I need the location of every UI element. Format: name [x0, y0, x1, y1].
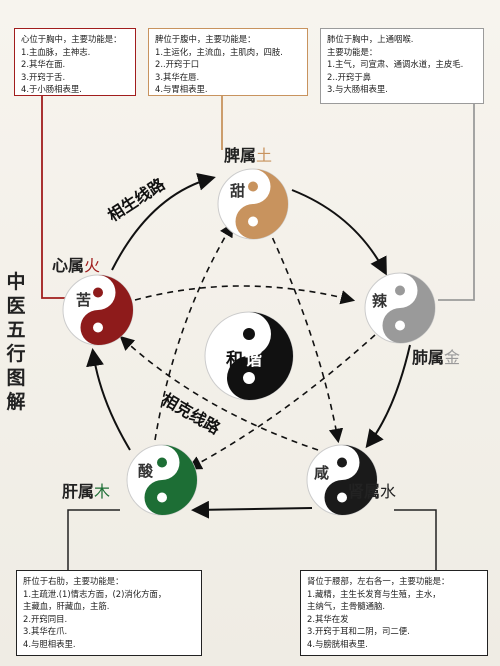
heart-info-box: 心位于胸中，主要功能是： 1.主血脉，主神志. 2.其华在面. 3.开窍于舌. … [14, 28, 136, 96]
liver-info-box: 肝位于右肋，主要功能是： 1.主疏泄.(1)情志方面，(2)消化方面， 主藏血，… [16, 570, 202, 656]
ke-arrow-kidney-heart [119, 335, 319, 451]
sheng-arrow-liver-heart [86, 348, 131, 451]
title-char: 五 [6, 319, 26, 341]
spleen-label: 脾属土 [224, 142, 272, 166]
box-line: 肺位于胸中，上通咽喉. [327, 34, 414, 44]
title-char: 中 [6, 271, 26, 293]
yin-yang-center [204, 311, 294, 401]
yin-yang-liver [126, 444, 198, 516]
box-line: 心位于胸中，主要功能是： [21, 34, 122, 44]
sheng-arrow-heart-spleen [111, 173, 216, 271]
box-line: 1.主血脉，主神志. [21, 46, 91, 57]
box-line: 2.其华在发 [307, 613, 349, 624]
element-name: 水 [380, 482, 397, 501]
element-name: 土 [256, 146, 273, 165]
title-char: 医 [6, 295, 26, 317]
organ-name: 肾属 [348, 482, 381, 501]
organ-name: 心属 [52, 256, 85, 275]
box-line: 2..开窍于口 [155, 59, 200, 70]
box-line: 肾位于腰部，左右各一，主要功能是： [307, 576, 450, 586]
center-char-left: 和 [226, 350, 245, 370]
organ-name: 脾属 [224, 146, 257, 165]
box-line: 3.开窍于耳和二阴，司二便. [307, 626, 410, 637]
liver-label: 肝属木 [62, 478, 110, 502]
box-line: 1.主运化，主流血，主肌肉，四肢. [155, 46, 283, 57]
element-name: 火 [84, 256, 101, 275]
box-line: 1.主气，司宣肃、通调水道，主皮毛. [327, 59, 464, 70]
box-line: 2..开窍于鼻 [327, 71, 372, 82]
title-char: 图 [6, 367, 26, 389]
box-line: 3.与大肠相表里. [327, 84, 388, 95]
lung-info-box: 肺位于胸中，上通咽喉. 主要功能是： 1.主气，司宣肃、通调水道，主皮毛. 2.… [320, 28, 484, 104]
yin-yang-lung [364, 272, 436, 344]
yin-yang-heart [62, 274, 134, 346]
organ-name: 肺属 [412, 348, 445, 367]
box-line: 主藏血，肝藏血，主筋. [23, 601, 110, 612]
sheng-arrow-kidney-liver [191, 500, 313, 519]
box-line: 主纳气，主骨髓通脑. [307, 601, 386, 612]
box-line: 2.其华在面. [21, 59, 66, 70]
sheng-arrow-spleen-lung [291, 189, 387, 276]
box-line: 1.藏精，主生长发育与生殖，主水， [307, 588, 441, 599]
ke-arrow-spleen-kidney [267, 227, 344, 444]
sheng-arrow-lung-kidney [365, 344, 411, 449]
vertical-title: 中 医 五 行 图 解 [4, 270, 28, 414]
box-line: 4.与膀胱相表里. [307, 638, 368, 649]
center-harmony-text: 和谐 [226, 345, 264, 370]
kidney-box-connector [394, 509, 437, 570]
kidney-taste: 咸 [314, 464, 330, 482]
spleen-info-box: 脾位于腹中，主要功能是： 1.主运化，主流血，主肌肉，四肢. 2..开窍于口 3… [148, 28, 308, 96]
kidney-label: 肾属水 [348, 478, 396, 502]
box-line: 1.主疏泄.(1)情志方面，(2)消化方面， [23, 588, 167, 599]
box-line: 2.开窍同目. [23, 613, 68, 624]
lung-box-connector [438, 104, 475, 301]
ke-arrow-lung-liver [187, 334, 376, 470]
box-line: 3.开窍于舌. [21, 71, 66, 82]
ke-arrow-liver-spleen [154, 222, 234, 441]
box-line: 4.与胆相表里. [23, 638, 76, 649]
title-char: 解 [6, 391, 26, 413]
organ-name: 肝属 [62, 482, 95, 501]
liver-box-connector [67, 509, 120, 570]
yin-yang-kidney [306, 444, 378, 516]
spleen-taste: 甜 [230, 182, 246, 200]
center-char-right: 谐 [245, 350, 264, 370]
heart-taste: 苦 [76, 291, 92, 309]
title-char: 行 [6, 343, 26, 365]
yin-yang-spleen [217, 168, 289, 240]
box-line: 主要功能是： [327, 46, 378, 57]
element-name: 金 [444, 348, 461, 367]
box-line: 3.其华在唇. [155, 71, 200, 82]
element-name: 木 [94, 482, 111, 501]
lung-label: 肺属金 [412, 344, 460, 368]
box-line: 脾位于腹中，主要功能是： [155, 34, 256, 44]
liver-taste: 酸 [138, 462, 154, 480]
heart-label: 心属火 [52, 252, 100, 276]
box-line: 4.与胃相表里. [155, 84, 208, 95]
heart-box-connector [41, 96, 70, 299]
box-line: 肝位于右肋，主要功能是： [23, 576, 124, 586]
box-line: 4.于小肠相表里. [21, 84, 82, 95]
lung-taste: 辣 [372, 292, 388, 310]
box-line: 3.其华在爪. [23, 626, 68, 637]
kidney-info-box: 肾位于腰部，左右各一，主要功能是： 1.藏精，主生长发育与生殖，主水， 主纳气，… [300, 570, 488, 656]
ke-arrow-heart-lung [134, 285, 356, 305]
